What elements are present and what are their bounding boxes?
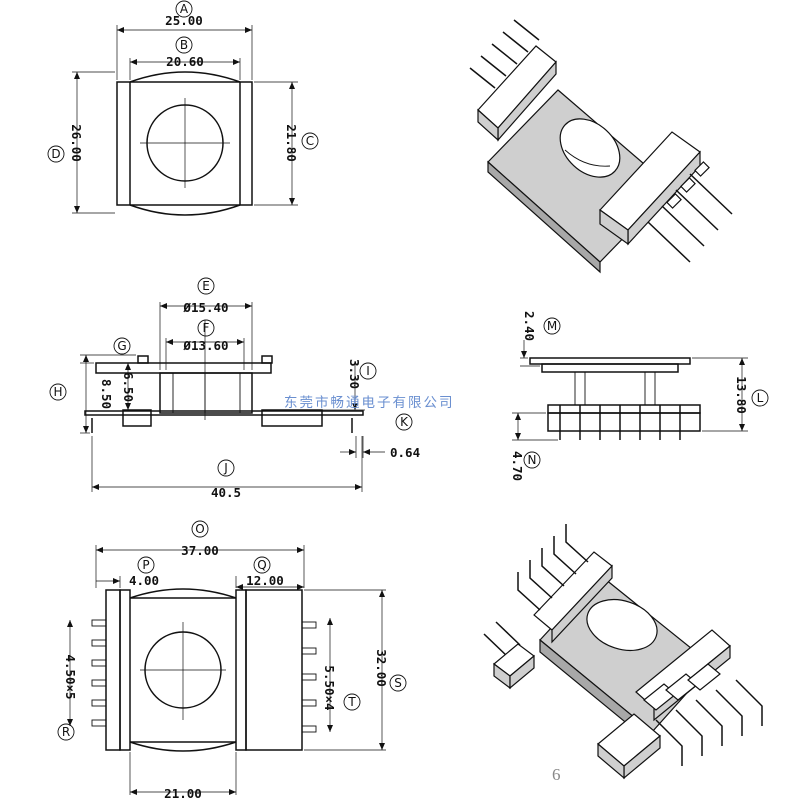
balloon-A: A xyxy=(175,0,193,18)
page-number: 6 xyxy=(552,765,561,784)
svg-text:J: J xyxy=(223,461,228,475)
dim-A: 25.00 xyxy=(165,13,203,28)
balloon-C: C xyxy=(301,132,319,150)
balloon-N: N xyxy=(523,451,541,469)
dim-P: 4.00 xyxy=(129,573,159,588)
balloon-G: G xyxy=(113,337,131,355)
dim-O: 37.00 xyxy=(181,543,219,558)
dim-D: 26.00 xyxy=(69,124,84,162)
dim-U: 21.00 xyxy=(164,786,202,800)
svg-text:F: F xyxy=(203,321,210,335)
dimension-labels: 25.00 20.60 21.80 26.00 Ø15.40 Ø13.60 6.… xyxy=(63,13,749,800)
svg-text:C: C xyxy=(306,134,314,148)
dim-H: 8.50 xyxy=(99,379,114,409)
dim-I: 3.30 xyxy=(347,359,362,389)
svg-text:H: H xyxy=(53,385,62,399)
dim-L: 13.80 xyxy=(734,376,749,414)
balloon-Q: Q xyxy=(253,556,271,574)
svg-text:K: K xyxy=(400,415,409,429)
balloon-T: T xyxy=(343,693,361,711)
front-view xyxy=(80,302,385,492)
balloon-O: O xyxy=(191,520,209,538)
svg-text:N: N xyxy=(528,453,537,467)
dim-G: 6.50 xyxy=(121,372,136,402)
dim-F: Ø13.60 xyxy=(182,338,228,353)
svg-text:O: O xyxy=(195,522,204,536)
svg-text:E: E xyxy=(202,279,210,293)
balloon-E: E xyxy=(197,277,215,295)
top-view-bulge-bottom xyxy=(129,204,241,216)
balloon-H: H xyxy=(49,383,67,401)
svg-text:I: I xyxy=(366,364,370,378)
dim-R: 4.50×5 xyxy=(63,654,78,699)
balloon-J: J xyxy=(217,459,235,477)
svg-text:B: B xyxy=(180,38,188,52)
dim-M: 2.40 xyxy=(522,311,537,341)
svg-text:Q: Q xyxy=(257,558,266,572)
balloon-B: B xyxy=(175,36,193,54)
svg-text:A: A xyxy=(180,2,189,16)
dim-S: 32.00 xyxy=(374,649,389,687)
dim-K: 0.64 xyxy=(390,445,420,460)
balloon-P: P xyxy=(137,556,155,574)
balloon-I: I xyxy=(359,362,377,380)
top-view-outline xyxy=(116,81,253,206)
balloon-D: D xyxy=(47,145,65,163)
right-pins xyxy=(301,621,317,733)
isometric-view-bottom xyxy=(483,524,763,780)
dim-C: 21.80 xyxy=(284,124,299,162)
side-view xyxy=(512,340,748,441)
balloon-S: S xyxy=(389,674,407,692)
svg-text:L: L xyxy=(757,391,764,405)
company-watermark: 东莞市畅通电子有限公司 xyxy=(284,394,455,411)
top-view xyxy=(72,25,298,216)
balloons: A B C D E F G H I J K L M N O P Q R S T xyxy=(47,0,769,741)
dim-B: 20.60 xyxy=(166,54,204,69)
svg-text:P: P xyxy=(142,558,149,572)
dim-E: Ø15.40 xyxy=(182,300,228,315)
svg-text:R: R xyxy=(62,725,70,739)
bottom-view xyxy=(67,545,386,795)
dim-J: 40.5 xyxy=(211,485,241,500)
left-pins xyxy=(91,619,107,727)
dim-Q: 12.00 xyxy=(246,573,284,588)
svg-text:G: G xyxy=(117,339,126,353)
dim-T: 5.50×4 xyxy=(322,665,337,710)
isometric-view-top xyxy=(469,19,733,274)
balloon-K: K xyxy=(395,413,413,431)
balloon-F: F xyxy=(197,319,215,337)
top-view-bulge-top xyxy=(129,71,241,83)
svg-text:S: S xyxy=(394,676,402,690)
balloon-L: L xyxy=(751,389,769,407)
dim-N: 4.70 xyxy=(510,451,525,481)
svg-text:D: D xyxy=(51,147,60,161)
svg-text:T: T xyxy=(347,695,356,709)
balloon-R: R xyxy=(57,723,75,741)
balloon-M: M xyxy=(543,317,561,335)
svg-text:M: M xyxy=(547,319,557,333)
